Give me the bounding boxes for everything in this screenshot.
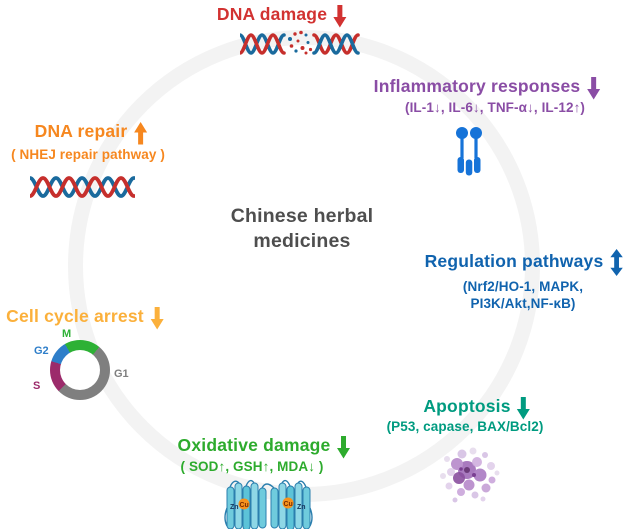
regulation-subtitle-line2: PI3K/Akt,NF-κB) xyxy=(470,296,576,311)
node-inflammatory-title-row: Inflammatory responses xyxy=(374,76,601,100)
dna-damage-title: DNA damage xyxy=(216,4,328,24)
node-dna-repair-title-row: DNA repair xyxy=(35,121,148,145)
cell-cycle-label-s: S xyxy=(33,380,41,392)
down-arrow-icon xyxy=(517,397,531,420)
center-title-line2: medicines xyxy=(253,230,351,252)
sod-enzyme-icon: Zn Cu Cu Zn xyxy=(224,479,313,529)
regulation-title: Regulation pathways xyxy=(424,251,604,271)
oxidative-subtitle: ( SOD↑, GSH↑, MDA↓ ) xyxy=(180,459,324,474)
node-apoptosis-title-row: Apoptosis xyxy=(423,396,531,420)
regulation-subtitle-line1: (Nrf2/HO-1, MAPK, xyxy=(462,279,584,294)
cell-cycle-label-g1: G1 xyxy=(114,368,129,380)
damaged-dna-icon xyxy=(240,30,360,55)
apoptosis-title: Apoptosis xyxy=(423,396,511,416)
dna-repair-title: DNA repair xyxy=(34,121,128,141)
cell-cycle-label-m: M xyxy=(62,328,72,340)
down-arrow-icon xyxy=(150,307,164,330)
node-regulation-title-row: Regulation pathways xyxy=(424,249,624,276)
apoptotic-cells-icon xyxy=(440,447,500,503)
sod-cu-right-label: Cu xyxy=(284,501,293,508)
dna-repair-subtitle: ( NHEJ repair pathway ) xyxy=(11,147,165,162)
cell-cycle-label-g2: G2 xyxy=(34,345,49,357)
apoptosis-subtitle: (P53, capase, BAX/Bcl2) xyxy=(386,419,544,434)
cell-cycle-title: Cell cycle arrest xyxy=(6,306,144,326)
inflammatory-title: Inflammatory responses xyxy=(373,76,581,96)
down-arrow-icon xyxy=(586,77,600,100)
up-down-arrow-icon xyxy=(610,249,623,276)
sod-zn-right-label: Zn xyxy=(297,504,306,511)
oxidative-title: Oxidative damage xyxy=(177,435,331,455)
sod-zn-left-label: Zn xyxy=(230,504,239,511)
repaired-dna-icon xyxy=(30,176,135,198)
down-arrow-icon xyxy=(336,436,350,459)
node-cell-cycle-title-row: Cell cycle arrest xyxy=(6,306,164,330)
receptor-icon xyxy=(456,127,482,176)
node-dna-damage-title-row: DNA damage xyxy=(217,4,347,28)
cell-cycle-diagram xyxy=(50,340,110,400)
center-title: Chinese herbal medicines xyxy=(202,204,402,254)
center-title-line1: Chinese herbal xyxy=(230,205,374,227)
down-arrow-icon xyxy=(333,5,347,28)
node-oxidative-title-row: Oxidative damage xyxy=(178,435,351,459)
sod-cu-left-label: Cu xyxy=(240,502,249,509)
up-arrow-icon xyxy=(133,122,147,145)
inflammatory-subtitle: (IL-1↓, IL-6↓, TNF-α↓, IL-12↑) xyxy=(404,100,586,115)
